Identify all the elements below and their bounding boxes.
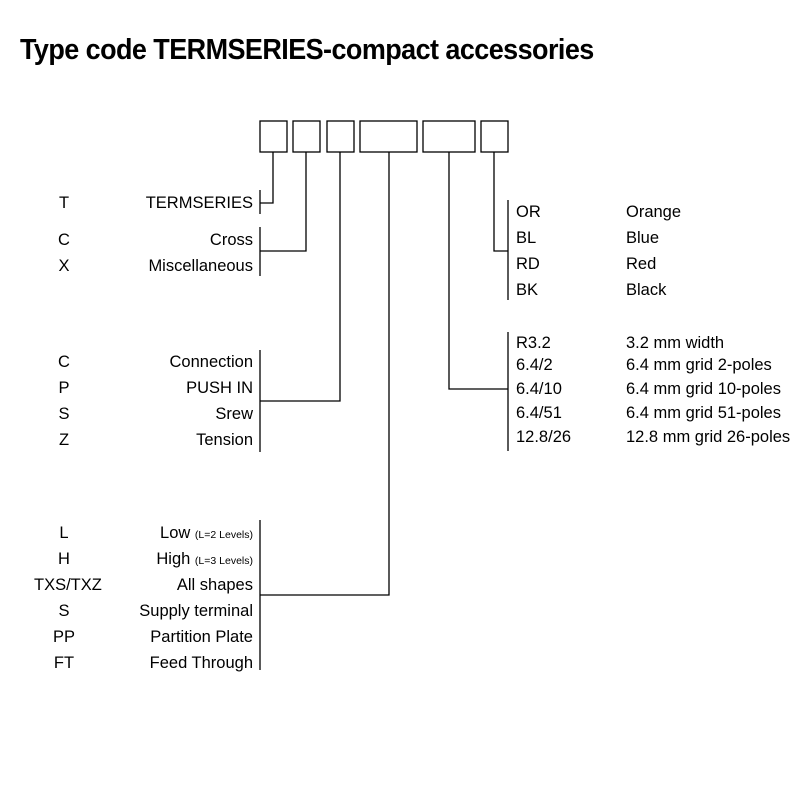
code-connection-c: C (58, 353, 70, 371)
note-variant-high: (L=3 Levels) (194, 555, 253, 567)
label-connection-push-in: PUSH IN (186, 379, 253, 397)
label-variant-high: High (L=3 Levels) (156, 550, 253, 568)
code-variant-pp: PP (52, 628, 75, 646)
code-variant-ft: FT (53, 654, 75, 672)
label-variant-all-shapes: All shapes (176, 576, 253, 594)
connector-series (260, 152, 274, 204)
label-variant-partition-plate: Partition Plate (150, 628, 253, 646)
code-color-rd: RD (516, 255, 540, 273)
connector-color (493, 152, 508, 252)
label-size-3-2mm: 3.2 mm width (626, 334, 725, 352)
label-series-termseries: TERMSERIES (145, 194, 253, 212)
label-color-orange: Orange (626, 203, 682, 221)
code-box-5 (422, 120, 476, 153)
code-connection-p: P (58, 379, 70, 397)
label-size-12-8-26: 12.8 mm grid 26-poles (626, 428, 791, 446)
label-variant-supply-terminal: Supply terminal (139, 602, 253, 620)
code-size-6-4-2: 6.4/2 (516, 356, 553, 374)
code-box-4 (359, 120, 418, 153)
connector-connection (260, 152, 341, 402)
label-type-cross: Cross (209, 231, 253, 249)
connector-size (448, 152, 508, 390)
code-variant-h: H (58, 550, 70, 568)
code-type-x: X (58, 257, 70, 275)
code-connection-s: S (58, 405, 70, 423)
connector-variant (260, 152, 390, 596)
label-connection-connection: Connection (169, 353, 253, 371)
label-color-black: Black (626, 281, 667, 299)
code-connection-z: Z (58, 431, 70, 449)
code-size-r3-2: R3.2 (516, 334, 551, 352)
label-color-blue: Blue (626, 229, 660, 247)
code-box-2 (292, 120, 321, 153)
label-size-6-4-10: 6.4 mm grid 10-poles (626, 380, 781, 398)
code-box-6 (480, 120, 509, 153)
page-title: Type code TERMSERIES-compact accessories (20, 34, 594, 66)
code-type-c: C (58, 231, 70, 249)
code-size-6-4-10: 6.4/10 (516, 380, 562, 398)
code-box-3 (326, 120, 355, 153)
label-size-6-4-51: 6.4 mm grid 51-poles (626, 404, 781, 422)
code-box-1 (259, 120, 288, 153)
code-size-6-4-51: 6.4/51 (516, 404, 562, 422)
label-size-6-4-2: 6.4 mm grid 2-poles (626, 356, 772, 374)
code-variant-s: S (58, 602, 70, 620)
label-connection-tension: Tension (196, 431, 253, 449)
code-series-t: T (58, 194, 70, 212)
label-variant-low: Low (L=2 Levels) (160, 524, 253, 542)
label-type-miscellaneous: Miscellaneous (148, 257, 253, 275)
code-color-or: OR (516, 203, 541, 221)
label-connection-srew: Srew (215, 405, 253, 423)
code-color-bk: BK (516, 281, 539, 299)
code-size-12-8-26: 12.8/26 (516, 428, 572, 446)
code-variant-txs-txz: TXS/TXZ (34, 576, 102, 594)
label-color-red: Red (626, 255, 657, 273)
label-variant-feed-through: Feed Through (149, 654, 253, 672)
connector-type (260, 152, 307, 252)
code-variant-l: L (59, 524, 69, 542)
code-color-bl: BL (516, 229, 537, 247)
note-variant-low: (L=2 Levels) (194, 529, 253, 541)
